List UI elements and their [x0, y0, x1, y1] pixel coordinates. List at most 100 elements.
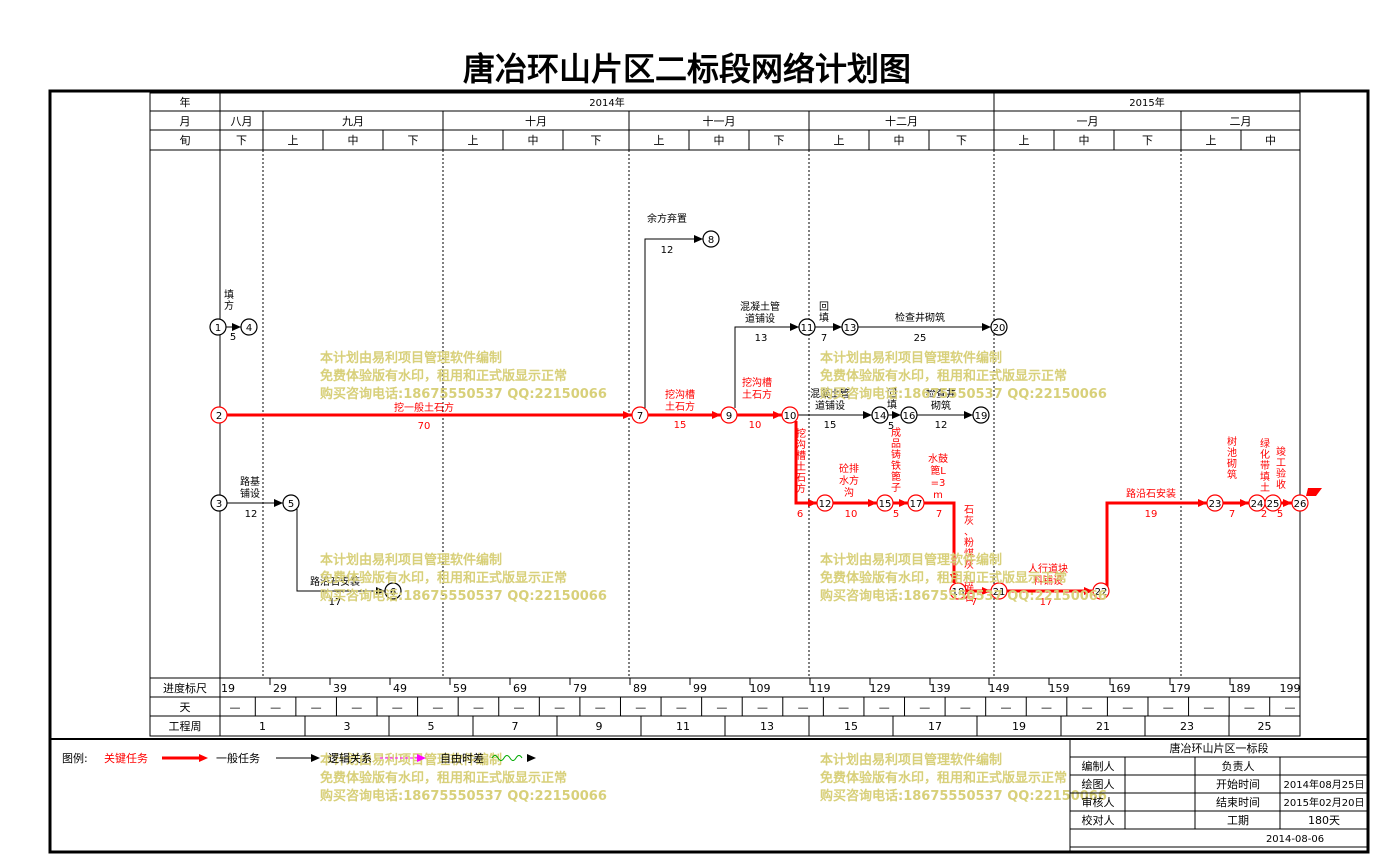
task-duration-t7_9: 15 — [674, 420, 687, 431]
node-label-18: 18 — [952, 587, 965, 598]
ruler-tick-label: 109 — [750, 682, 771, 695]
ten-day-label: 下 — [774, 134, 785, 147]
day-mark: — — [635, 701, 646, 714]
node-21 — [990, 582, 1008, 600]
day-mark: — — [716, 701, 727, 714]
task-name-t18_21-char: 灰 — [964, 514, 974, 527]
node-label-10: 10 — [784, 411, 797, 422]
node-label-13: 13 — [844, 323, 857, 334]
day-mark: — — [554, 701, 565, 714]
day-mark: — — [1000, 701, 1011, 714]
node-4 — [240, 318, 258, 336]
task-name-t2_7: 挖一般土石方 — [394, 401, 454, 414]
task-name-t25_26-char: 验 — [1276, 467, 1286, 480]
task-name-t1_4: 填方 — [224, 288, 234, 312]
year-2014: 2014年 — [589, 96, 624, 109]
infobox-end-label: 结束时间 — [1216, 796, 1260, 809]
watermark-line1: 本计划由易利项目管理软件编制 — [320, 552, 502, 568]
task-duration-t7_8: 12 — [661, 245, 674, 256]
day-mark: — — [1244, 701, 1255, 714]
task-duration-t18_21: 7 — [971, 597, 977, 608]
page-title: 唐冶环山片区二标段网络计划图 — [463, 50, 911, 88]
header-label-ten-day: 旬 — [180, 134, 191, 147]
day-mark: — — [919, 701, 930, 714]
task-name-t7_9-line: 挖沟槽 — [665, 388, 695, 401]
watermark-line1: 本计划由易利项目管理软件编制 — [820, 752, 1002, 768]
node-label-17: 17 — [910, 499, 923, 510]
outer-frame — [48, 89, 1370, 854]
day-mark: — — [1163, 701, 1174, 714]
scale-label-day: 天 — [180, 701, 191, 714]
node-16 — [900, 406, 918, 424]
month-label: 十一月 — [703, 114, 736, 128]
task-name-t11_13: 回填 — [819, 301, 829, 324]
week-label: 25 — [1258, 720, 1272, 733]
infobox-editor-label: 编制人 — [1082, 759, 1115, 773]
task-duration-t25_26: 5 — [1277, 509, 1283, 520]
watermark-line2: 免费体验版有水印，租用和正式版显示正常 — [820, 570, 1067, 586]
node-label-21: 21 — [993, 587, 1006, 598]
node-label-9: 9 — [726, 411, 732, 422]
node-label-11: 11 — [801, 323, 814, 334]
task-duration-t9_10: 10 — [749, 420, 762, 431]
task-name-t9_11-line: 混凝土管 — [740, 300, 780, 313]
task-name-t1_4-char: 方 — [224, 299, 234, 312]
node-2 — [210, 406, 228, 424]
ruler-tick-label: 199 — [1280, 682, 1301, 695]
ruler-tick-label: 49 — [393, 682, 407, 695]
node-label-1: 1 — [215, 323, 221, 334]
legend-normal-label: 一般任务 — [216, 752, 260, 765]
day-mark: — — [1122, 701, 1133, 714]
task-name-t22_23: 路沿石安装 — [1126, 487, 1176, 500]
node-18 — [949, 582, 967, 600]
node-label-15: 15 — [879, 499, 892, 510]
header-label-year: 年 — [180, 95, 191, 109]
ruler-tick-label: 189 — [1230, 682, 1251, 695]
ten-day-label: 中 — [348, 134, 359, 147]
node-7 — [631, 406, 649, 424]
task-name-t15_17-char: 铁 — [891, 459, 901, 472]
ruler-tick-label: 149 — [989, 682, 1010, 695]
node-label-14: 14 — [874, 411, 887, 422]
task-7-9-arrow — [712, 411, 721, 419]
task-duration-t21_22: 17 — [1040, 597, 1053, 608]
ten-day-label: 中 — [894, 134, 905, 147]
infobox-date: 2014-08-06 — [1266, 834, 1324, 845]
task-name-t17_18-line: m — [933, 490, 943, 501]
ten-day-label: 中 — [714, 134, 725, 147]
node-14 — [871, 406, 889, 424]
week-label: 19 — [1012, 720, 1026, 733]
task-5-6-arrow — [376, 587, 385, 595]
ruler-tick-label: 89 — [633, 682, 647, 695]
day-mark: — — [432, 701, 443, 714]
ruler-tick-label: 29 — [273, 682, 287, 695]
month-label: 十月 — [525, 114, 547, 128]
task-name-t24_25-char: 化 — [1260, 448, 1270, 461]
task-name-t25_26-char: 竣 — [1276, 445, 1286, 458]
node-label-19: 19 — [975, 411, 988, 422]
header-label-month: 月 — [180, 115, 191, 128]
task-9-11-arrow — [790, 323, 799, 331]
task-duration-t9_11: 13 — [755, 333, 768, 344]
task-duration-t22_23: 19 — [1145, 509, 1158, 520]
task-duration-t10_12: 6 — [797, 509, 803, 520]
node-label-7: 7 — [637, 411, 643, 422]
task-name-t7_8: 余方弃置 — [647, 212, 687, 225]
task-name-t5_6: 路沿石安装 — [310, 575, 360, 588]
watermark-line3: 购买咨询电话:18675550537 QQ:22150066 — [820, 788, 1107, 804]
week-label: 11 — [676, 720, 690, 733]
ten-day-label: 下 — [591, 134, 602, 147]
watermark-line3: 购买咨询电话:18675550537 QQ:22150066 — [820, 386, 1107, 402]
node-5 — [282, 494, 300, 512]
day-mark: — — [960, 701, 971, 714]
task-name-t23_24-char: 树 — [1227, 435, 1237, 448]
task-9-10-arrow — [773, 411, 782, 419]
task-name-t18_21-char: 石 — [964, 505, 974, 516]
node-label-20: 20 — [993, 323, 1006, 334]
legend-critical-arrow — [199, 754, 208, 762]
task-name-t15_17-char: 品 — [891, 438, 901, 450]
watermark-line3: 购买咨询电话:18675550537 QQ:22150066 — [320, 788, 607, 804]
task-name-t10_12-char: 沟 — [796, 438, 806, 451]
task-15-17-arrow — [899, 499, 908, 507]
day-mark: — — [757, 701, 768, 714]
